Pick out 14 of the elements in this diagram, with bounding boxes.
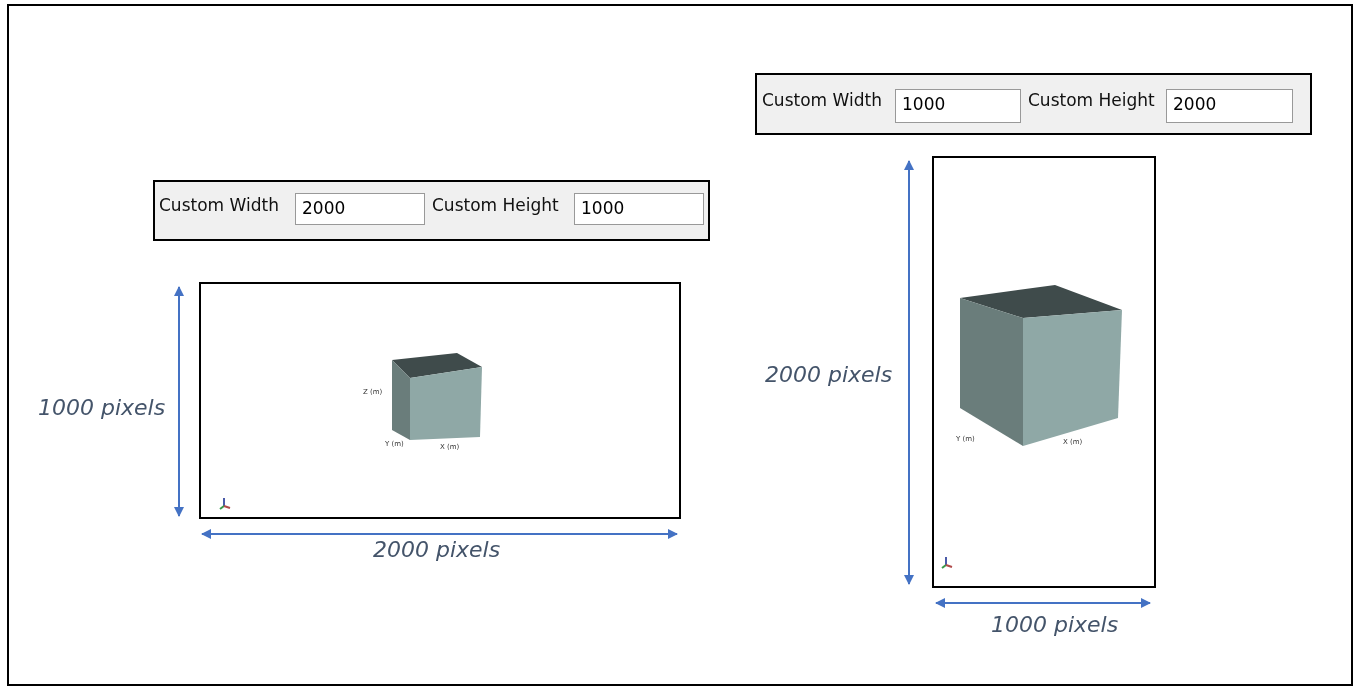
dimension-label: 2000 pixels [765,362,893,388]
input-field: 2000 [295,193,425,225]
field-label: Custom Width [159,195,279,215]
field-label: Custom Width [762,90,882,110]
dimension-label: 1000 pixels [38,395,166,421]
dimension-label: 2000 pixels [373,537,501,563]
field-label: Custom Height [1028,90,1155,110]
input-field: 1000 [574,193,704,225]
toolbar-panel [153,180,710,241]
field-label: Custom Height [432,195,559,215]
dimension-label: 1000 pixels [991,612,1119,638]
input-field: 1000 [895,89,1021,123]
toolbar-panel [755,73,1312,135]
input-field: 2000 [1166,89,1293,123]
